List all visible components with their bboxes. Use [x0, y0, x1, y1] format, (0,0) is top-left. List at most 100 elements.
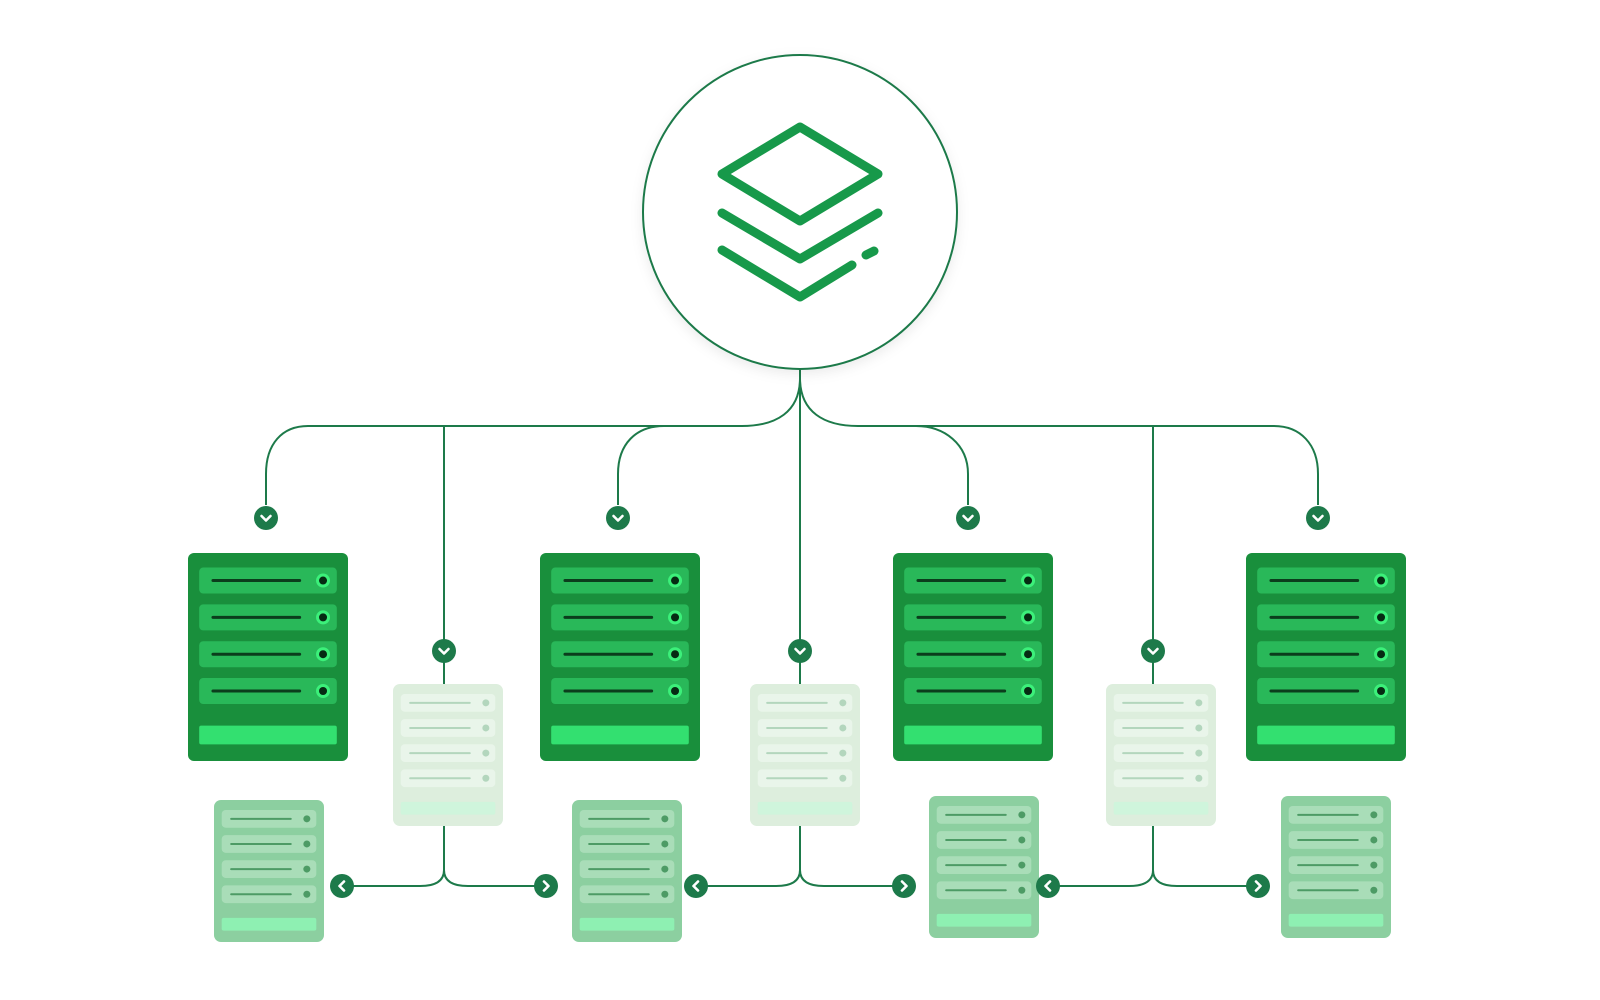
badge-circle: [684, 874, 708, 898]
backup-server: [1281, 796, 1391, 938]
server-base: [936, 913, 1032, 927]
server-led: [1195, 749, 1203, 757]
server-base: [199, 725, 337, 745]
badge-glyph: [612, 514, 624, 522]
primary-server: [188, 553, 348, 761]
server-led: [1018, 811, 1026, 819]
standby-server: [393, 684, 503, 826]
hub-node: [642, 54, 958, 370]
chevron-right-icon: [892, 874, 916, 898]
chevron-left-icon: [684, 874, 708, 898]
server-base: [579, 917, 675, 931]
server-led: [839, 774, 847, 782]
server-led: [482, 774, 490, 782]
badge-glyph: [794, 647, 806, 655]
server-led: [303, 815, 311, 823]
badge-circle: [1141, 639, 1165, 663]
server-base: [1257, 725, 1395, 745]
chevron-left-icon: [1036, 874, 1060, 898]
server-led: [482, 724, 490, 732]
server-led: [661, 815, 669, 823]
layers-accent-dot: [861, 246, 879, 260]
server-led-core: [1024, 650, 1033, 659]
server-led: [1195, 724, 1203, 732]
server-led: [661, 840, 669, 848]
badge-glyph: [900, 880, 908, 892]
backup-server: [214, 800, 324, 942]
server-led: [839, 749, 847, 757]
server-base: [400, 801, 496, 815]
layers-middle-sheet: [717, 208, 883, 264]
primary-server: [540, 553, 700, 761]
server-led-core: [671, 576, 680, 585]
badge-circle: [254, 506, 278, 530]
server-led: [1018, 836, 1026, 844]
layers-stack-icon: [717, 122, 883, 302]
chevron-right-icon: [1246, 874, 1270, 898]
server-base: [551, 725, 689, 745]
badge-circle: [432, 639, 456, 663]
chevron-left-icon: [330, 874, 354, 898]
server-led: [303, 865, 311, 873]
server-led: [1370, 836, 1378, 844]
badge-glyph: [338, 880, 346, 892]
badge-glyph: [1147, 647, 1159, 655]
badge-circle: [1306, 506, 1330, 530]
connector-line: [799, 377, 1319, 505]
server-led-core: [1024, 576, 1033, 585]
server-led-core: [319, 687, 328, 696]
badge-glyph: [1044, 880, 1052, 892]
standby-server: [1106, 684, 1216, 826]
backup-server: [929, 796, 1039, 938]
server-led: [1370, 886, 1378, 894]
server-led: [1018, 886, 1026, 894]
server-led: [1370, 861, 1378, 869]
badge-circle: [330, 874, 354, 898]
server-led-core: [671, 613, 680, 622]
chevron-down-icon: [1141, 639, 1165, 663]
chevron-down-icon: [254, 506, 278, 530]
server-led-core: [1377, 613, 1386, 622]
badge-circle: [606, 506, 630, 530]
backup-server: [572, 800, 682, 942]
badge-glyph: [542, 880, 550, 892]
server-led: [1195, 699, 1203, 707]
server-led-core: [319, 613, 328, 622]
server-group: [188, 553, 1406, 942]
server-led-core: [1377, 576, 1386, 585]
server-led: [661, 865, 669, 873]
server-led: [839, 724, 847, 732]
chevron-right-icon: [534, 874, 558, 898]
badge-circle: [788, 639, 812, 663]
connector-line: [799, 869, 898, 887]
server-led: [1370, 811, 1378, 819]
chevron-down-icon: [788, 639, 812, 663]
server-led: [1195, 774, 1203, 782]
server-base: [904, 725, 1042, 745]
badge-circle: [1036, 874, 1060, 898]
server-base: [1113, 801, 1209, 815]
chevron-down-icon: [432, 639, 456, 663]
badge-group: [254, 506, 1330, 898]
connector-line: [265, 369, 801, 505]
primary-server: [893, 553, 1053, 761]
server-led-core: [319, 650, 328, 659]
server-led: [303, 890, 311, 898]
layers-bottom-sheet: [717, 245, 857, 302]
badge-circle: [1246, 874, 1270, 898]
server-base: [221, 917, 317, 931]
badge-glyph: [1254, 880, 1262, 892]
server-led: [482, 749, 490, 757]
server-led: [303, 840, 311, 848]
hub-circle: [642, 54, 958, 370]
connector-line: [443, 869, 540, 887]
server-led-core: [319, 576, 328, 585]
badge-glyph: [260, 514, 272, 522]
server-led-core: [1377, 650, 1386, 659]
chevron-down-icon: [606, 506, 630, 530]
badge-glyph: [962, 514, 974, 522]
badge-glyph: [1312, 514, 1324, 522]
badge-glyph: [692, 880, 700, 892]
connector-line: [1152, 869, 1252, 887]
